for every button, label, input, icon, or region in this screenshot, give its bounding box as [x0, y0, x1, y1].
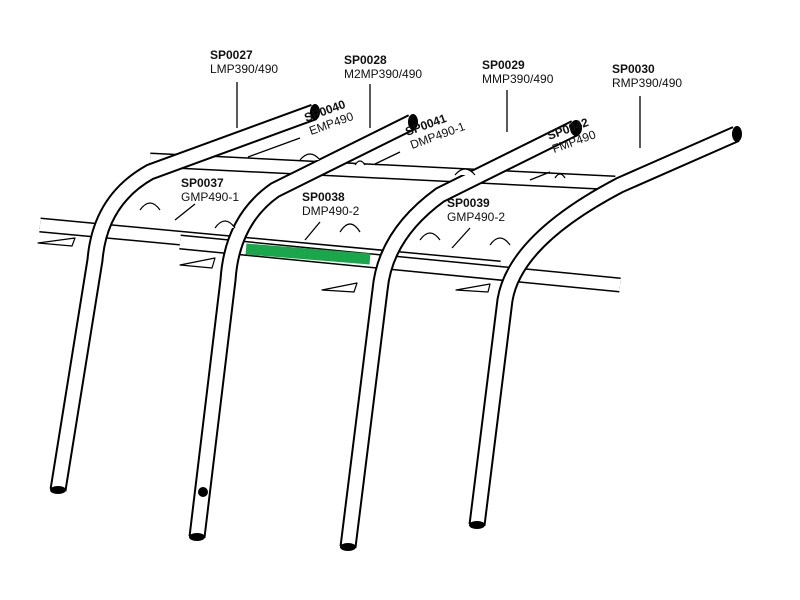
crossbar-upper [149, 152, 616, 191]
pole-sp0029 [339, 120, 579, 549]
pole-sp0030 [468, 126, 740, 527]
pole-end-caps [50, 104, 742, 551]
leader-lines [174, 82, 641, 249]
pole-sp0028 [188, 114, 416, 539]
highlighted-bar-sp0038 [245, 243, 371, 265]
pole-sp0027 [49, 104, 317, 492]
